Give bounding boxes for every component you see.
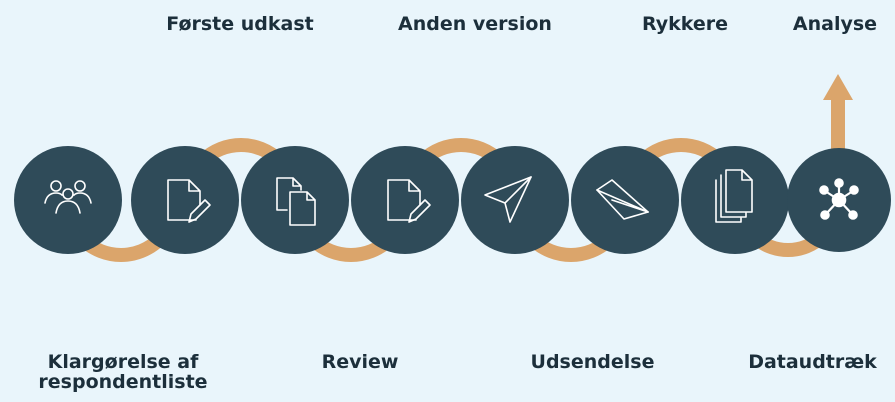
label-review-text: Review: [321, 351, 399, 373]
label-udsendelse: Udsendelse: [500, 352, 685, 372]
document-edit-icon: [167, 179, 211, 223]
label-analyse: Analyse: [792, 13, 878, 35]
label-klargorelse: Klargørelse af respondentliste: [8, 352, 238, 392]
documents-copy-icon: [276, 177, 316, 226]
label-dataudtraek-text: Dataudtræk: [748, 351, 877, 373]
label-dataudtraek: Dataudtræk: [730, 352, 895, 372]
label-anden-version: Anden version: [398, 13, 552, 35]
step-circle-2: [131, 146, 239, 254]
step-circle-4: [351, 146, 459, 254]
paper-plane-tilted-icon: [596, 179, 649, 220]
people-group-icon: [44, 180, 92, 214]
arrow-up-icon: [823, 74, 853, 100]
label-forste-udkast: Første udkast: [166, 13, 314, 35]
step-circle-5: [461, 146, 569, 254]
paper-plane-icon: [484, 176, 532, 223]
step-circle-3: [241, 146, 349, 254]
document-stack-icon: [715, 169, 753, 223]
document-edit-icon: [387, 179, 431, 223]
label-klargorelse-line1: Klargørelse af: [47, 351, 199, 373]
label-rykkere: Rykkere: [641, 13, 729, 35]
network-hub-icon: [819, 178, 859, 220]
step-circle-7: [681, 146, 789, 254]
step-circle-1: [14, 146, 122, 254]
label-klargorelse-line2: respondentliste: [38, 371, 208, 393]
step-circle-6: [571, 146, 679, 254]
label-review: Review: [290, 352, 430, 372]
label-udsendelse-text: Udsendelse: [530, 351, 655, 373]
